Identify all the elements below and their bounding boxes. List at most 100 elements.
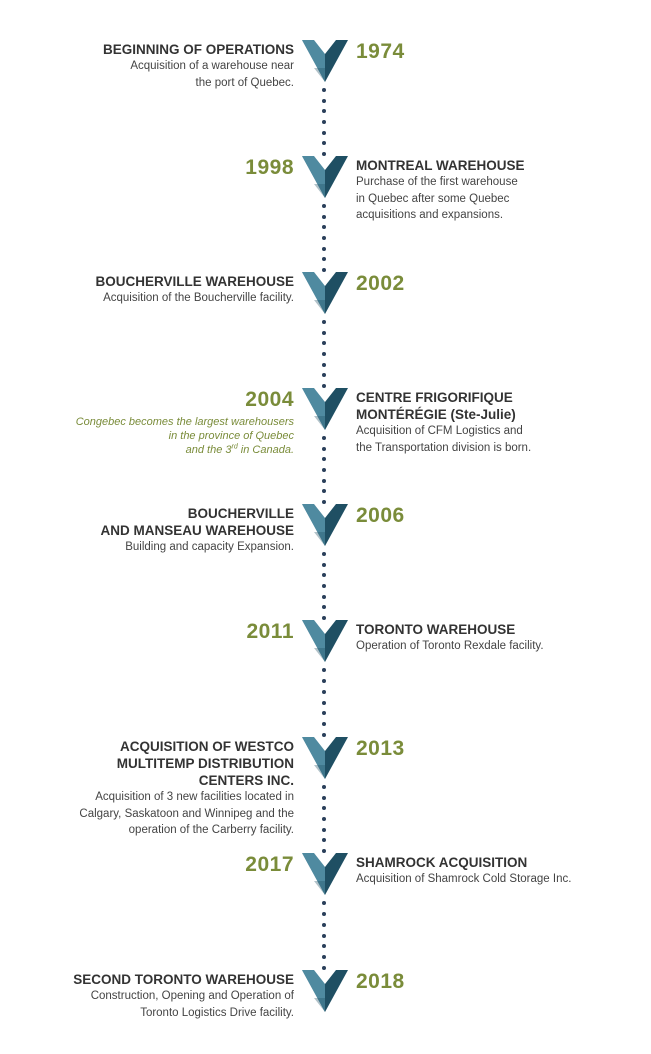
timeline-title-line: AND MANSEAU WAREHOUSE [100, 523, 294, 538]
timeline-title-line: BOUCHERVILLE WAREHOUSE [95, 274, 294, 289]
timeline-description-line: Operation of Toronto Rexdale facility. [356, 640, 544, 652]
timeline-dot [322, 700, 326, 705]
timeline-dot [322, 141, 326, 146]
timeline-description-line: Construction, Opening and Operation of [90, 990, 294, 1002]
timeline-dot [322, 214, 326, 219]
timeline-title-line: ACQUISITION OF WESTCO [120, 739, 294, 754]
timeline-dot [322, 678, 326, 683]
timeline-dot [322, 711, 326, 716]
timeline-entry-2018: 2018 SECOND TORONTO WAREHOUSE Construction… [0, 944, 651, 1054]
timeline-title-line: TORONTO WAREHOUSE [356, 622, 516, 637]
timeline-year: 2004 [245, 388, 294, 411]
timeline-title-line: CENTRE FRIGORIFIQUE [356, 390, 513, 405]
company-history-timeline: 1974 BEGINNING OF OPERATIONS Acquisition o… [0, 0, 651, 1024]
timeline-dot [322, 225, 326, 230]
timeline-description-line: the Transportation division is born. [356, 441, 532, 454]
chevron-down-icon [302, 851, 348, 897]
timeline-title-line: BOUCHERVILLE [187, 506, 294, 521]
timeline-year: 1974 [356, 40, 405, 63]
timeline-dot [322, 478, 326, 483]
timeline-note-text: in Canada. [237, 444, 294, 456]
timeline-title-line: BEGINNING OF OPERATIONS [102, 42, 294, 57]
timeline-note-line: Congebec becomes the largest warehousers [75, 416, 294, 428]
timeline-dot [322, 944, 326, 949]
timeline-dot [322, 130, 326, 135]
timeline-year: 2002 [356, 272, 405, 295]
timeline-title-line: SHAMROCK ACQUISITION [356, 855, 528, 870]
timeline-dot [322, 341, 326, 346]
timeline-entry-2011: 2011 TORONTO WAREHOUSE Operation of Toront… [0, 594, 651, 704]
timeline-dotted-line [321, 0, 327, 1024]
timeline-description-line: Acquisition of Shamrock Cold Storage Inc… [356, 873, 572, 885]
timeline-dot [322, 204, 326, 208]
timeline-dot [322, 616, 326, 620]
timeline-dot [322, 594, 326, 599]
timeline-year: 2013 [356, 737, 405, 760]
timeline-dot [322, 268, 326, 272]
timeline-dot [322, 98, 326, 103]
timeline-dot [322, 722, 326, 727]
timeline-text-block: BEGINNING OF OPERATIONS Acquisition of a … [34, 41, 294, 91]
timeline-dot [322, 817, 326, 821]
timeline-entry-2013: 2013 ACQUISITION OF WESTCO MULTITEMP DISTR… [0, 711, 651, 836]
timeline-dot [322, 152, 326, 156]
timeline-description-line: Acquisition of 3 new facilities located … [95, 791, 294, 803]
timeline-dot [322, 911, 326, 916]
timeline-note-text: and the 3 [185, 444, 232, 456]
chevron-down-icon [302, 618, 348, 664]
timeline-description-line: Purchase of the first warehouse [356, 176, 518, 188]
timeline-dot [322, 584, 326, 588]
timeline-dot [322, 489, 326, 494]
timeline-year: 2018 [356, 970, 405, 993]
timeline-dot [322, 88, 326, 92]
timeline-description-line: Acquisition of CFM Logistics and [356, 425, 523, 437]
timeline-dot [322, 733, 326, 737]
timeline-description-line: operation of the Carberry facility. [128, 824, 294, 836]
timeline-dot [322, 384, 326, 388]
chevron-down-icon [302, 502, 348, 548]
timeline-dot [322, 785, 326, 789]
timeline-text-block: ACQUISITION OF WESTCO MULTITEMP DISTRIBUT… [34, 738, 294, 839]
timeline-dot [322, 446, 326, 451]
timeline-title-line: MULTITEMP DISTRIBUTION [116, 756, 294, 771]
timeline-dot [322, 236, 326, 240]
timeline-dot [322, 436, 326, 440]
timeline-description-line: Calgary, Saskatoon and Winnipeg and the [79, 807, 294, 820]
timeline-entry-1974: 1974 BEGINNING OF OPERATIONS Acquisition o… [0, 14, 651, 124]
timeline-dot [322, 457, 326, 462]
timeline-dot [322, 573, 326, 578]
timeline-dot [322, 246, 326, 251]
timeline-dot [322, 362, 326, 367]
timeline-dot [322, 500, 326, 504]
timeline-dot [322, 257, 326, 262]
timeline-year: 2011 [246, 620, 294, 643]
timeline-dot [322, 109, 326, 114]
chevron-down-icon [302, 386, 348, 432]
chevron-down-icon [302, 270, 348, 316]
timeline-dot [322, 795, 326, 800]
timeline-text-block: BOUCHERVILLE WAREHOUSE Acquisition of the… [34, 273, 294, 307]
timeline-text-block: SHAMROCK ACQUISITION Acquisition of Shamr… [356, 854, 616, 888]
chevron-down-icon [302, 735, 348, 781]
timeline-dot [322, 966, 326, 970]
timeline-dot [322, 689, 326, 694]
timeline-title-line: SECOND TORONTO WAREHOUSE [73, 972, 294, 987]
timeline-description-line: acquisitions and expansions. [356, 209, 504, 221]
timeline-dot [322, 120, 326, 124]
timeline-description-line: the port of Quebec. [195, 76, 294, 89]
timeline-dot [322, 320, 326, 324]
timeline-description-line: Acquisition of the Boucherville facility… [103, 292, 294, 304]
timeline-dot [322, 605, 326, 610]
timeline-description-line: Acquisition of a warehouse near [130, 60, 294, 72]
timeline-note: Congebec becomes the largest warehousers… [34, 415, 294, 457]
timeline-note-superscript: rd [231, 443, 238, 451]
timeline-description-line: Toronto Logistics Drive facility. [140, 1006, 294, 1019]
chevron-down-icon [302, 968, 348, 1014]
timeline-dot [322, 955, 326, 960]
timeline-year: 1998 [245, 156, 294, 179]
timeline-dot [322, 922, 326, 927]
